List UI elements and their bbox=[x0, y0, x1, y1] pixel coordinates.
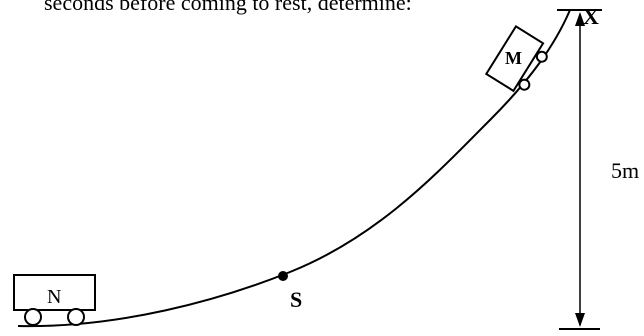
cart-n-wheel-right bbox=[67, 308, 85, 326]
cart-m bbox=[484, 25, 548, 93]
cart-n-wheel-left bbox=[24, 308, 42, 326]
cart-n: N bbox=[13, 274, 96, 326]
point-s-label: S bbox=[290, 287, 302, 312]
point-x-label: X bbox=[583, 4, 599, 29]
height-label: 5m bbox=[611, 158, 639, 183]
cart-m-label: M bbox=[505, 48, 522, 68]
cart-n-label: N bbox=[47, 286, 61, 308]
point-s-marker bbox=[278, 271, 288, 281]
height-arrow-up bbox=[575, 12, 585, 26]
cart-m-body bbox=[484, 25, 545, 93]
cart-m-wheel-bottom bbox=[535, 50, 548, 63]
height-arrow-down bbox=[575, 313, 585, 327]
curved-track bbox=[17, 9, 571, 328]
cart-n-body bbox=[13, 274, 96, 311]
cart-m-wheel-top bbox=[518, 78, 531, 91]
caption-text: seconds before coming to rest, determine… bbox=[44, 0, 412, 15]
